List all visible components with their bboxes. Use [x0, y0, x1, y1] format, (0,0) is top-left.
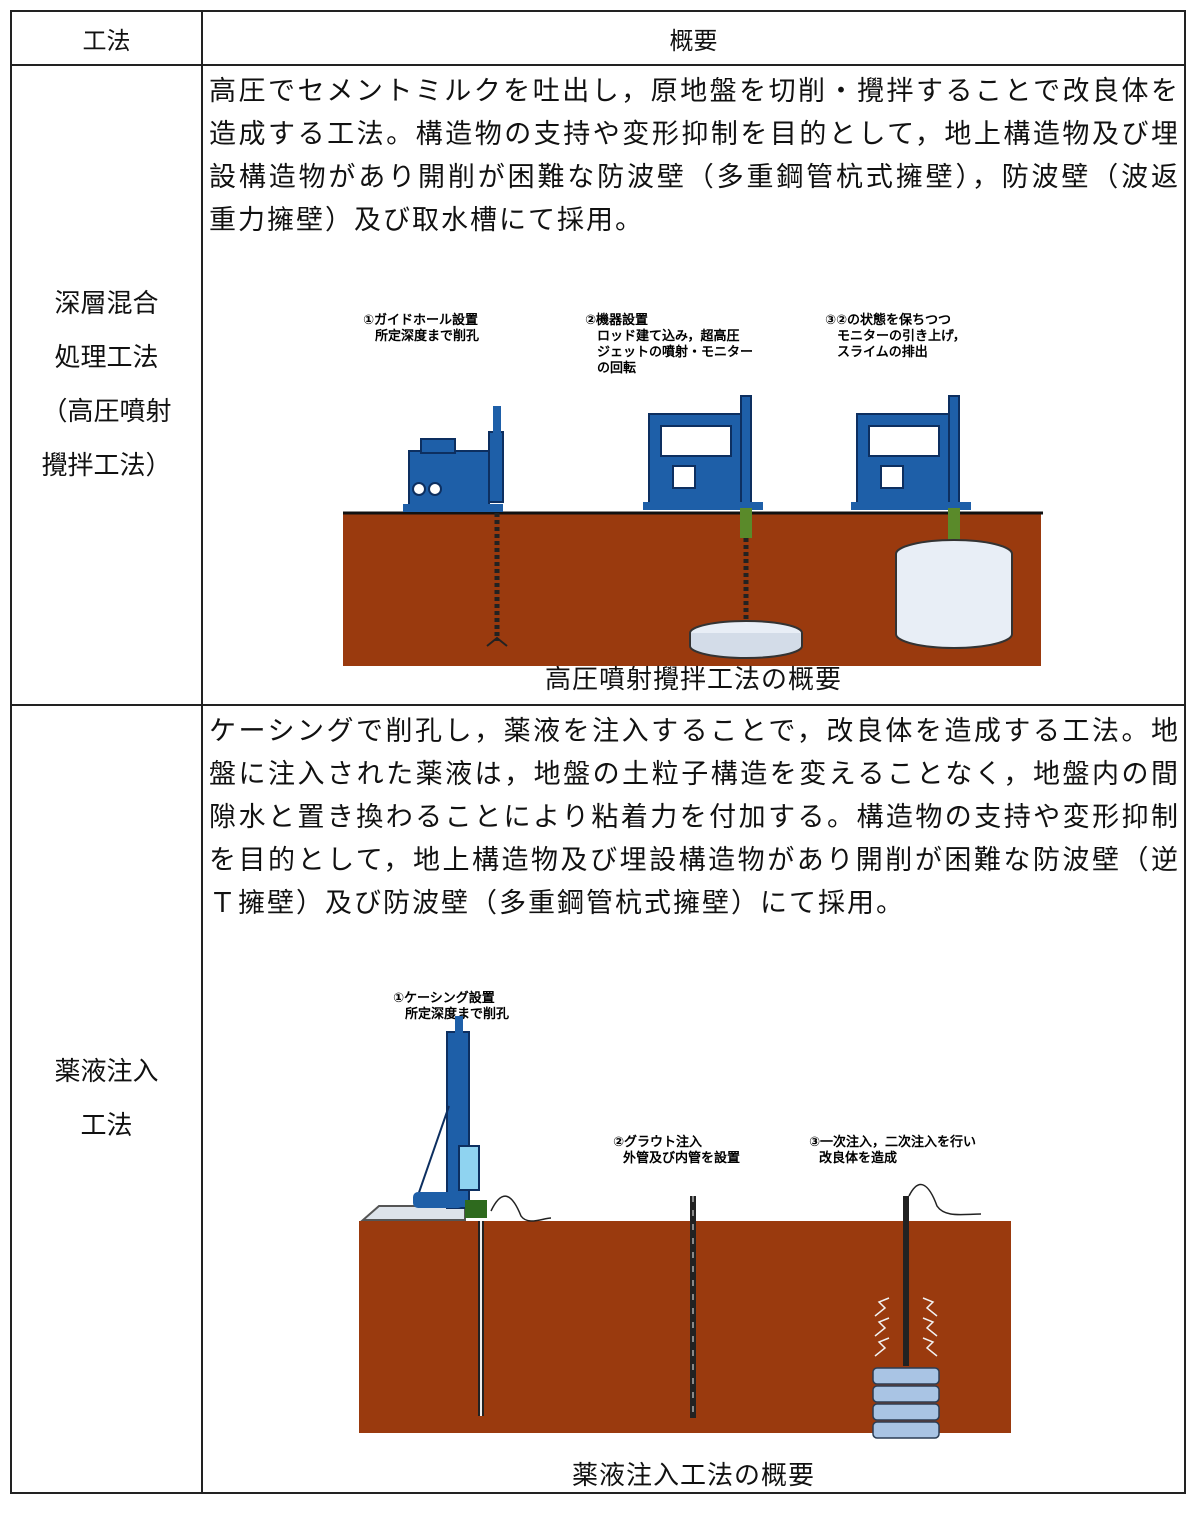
step3-label-line2: 改良体を造成: [819, 1150, 897, 1166]
method-line: 工法: [80, 1111, 133, 1141]
drill-machine-3: [851, 395, 1013, 649]
method-cell-chemical-grouting: 薬液注入 工法: [10, 704, 203, 1494]
method-line: 処理工法: [54, 343, 159, 373]
figure-caption: 薬液注入工法の概要: [571, 1461, 815, 1491]
step2-label-line1: ②グラウト注入: [613, 1134, 702, 1150]
step1-label-line1: ①ガイドホール設置: [363, 312, 478, 328]
crawler-rig: [360, 1016, 552, 1416]
chemical-grouting-figure: ①ケーシング設置 所定深度まで削孔 ②グラウト注入 外管及び内管を設置 ③一次注…: [359, 990, 1011, 1439]
drill-machine-2: [643, 395, 803, 659]
header-method: 工法: [10, 10, 203, 66]
step2-label-line2: ロッド建て込み，超高圧: [597, 328, 739, 344]
step3-label-line3: スライムの排出: [837, 344, 928, 360]
improved-body: [872, 1183, 982, 1439]
step1-label-line2: 所定深度まで削孔: [375, 328, 479, 344]
drill-machine-1: [403, 406, 508, 647]
step3-label-line1: ③②の状態を保ちつつ: [825, 312, 951, 328]
method-table: 工法 概要 深層混合 処理工法 （高圧噴射 攪拌工法） 高圧でセメントミルクを吐…: [10, 10, 1186, 1494]
step2-label-line1: ②機器設置: [585, 312, 648, 328]
method-line: 薬液注入: [54, 1057, 159, 1087]
step3-label-line1: ③一次注入，二次注入を行い: [809, 1134, 976, 1150]
method-cell-jet-grouting: 深層混合 処理工法 （高圧噴射 攪拌工法）: [10, 64, 203, 706]
step2-label-line3: ジェットの噴射・モニター: [597, 344, 753, 360]
jet-grouting-figure: ①ガイドホール設置 所定深度まで削孔 ②機器設置 ロッド建て込み，超高圧 ジェッ…: [343, 312, 1043, 666]
step2-label-line2: 外管及び内管を設置: [622, 1150, 740, 1166]
overview-cell-jet-grouting: 高圧でセメントミルクを吐出し，原地盤を切削・攪拌することで改良体を造成する工法。…: [201, 64, 1186, 706]
header-overview: 概要: [201, 10, 1186, 66]
figure-caption: 高圧噴射攪拌工法の概要: [544, 665, 842, 695]
method-line: （高圧噴射: [41, 397, 172, 427]
step3-label-line2: モニターの引き上げ，: [837, 328, 966, 344]
step1-label-line1: ①ケーシング設置: [393, 990, 495, 1006]
overview-cell-chemical-grouting: ケーシングで削孔し，薬液を注入することで，改良体を造成する工法。地盤に注入された…: [201, 704, 1186, 1494]
method-line: 攪拌工法）: [41, 451, 172, 481]
description-text: 高圧でセメントミルクを吐出し，原地盤を切削・攪拌することで改良体を造成する工法。…: [209, 76, 1180, 236]
method-line: 深層混合: [54, 289, 159, 319]
step2-label-line4: の回転: [597, 360, 636, 376]
description-text: ケーシングで削孔し，薬液を注入することで，改良体を造成する工法。地盤に注入された…: [209, 716, 1180, 919]
step1-label-line2: 所定深度まで削孔: [405, 1006, 509, 1022]
